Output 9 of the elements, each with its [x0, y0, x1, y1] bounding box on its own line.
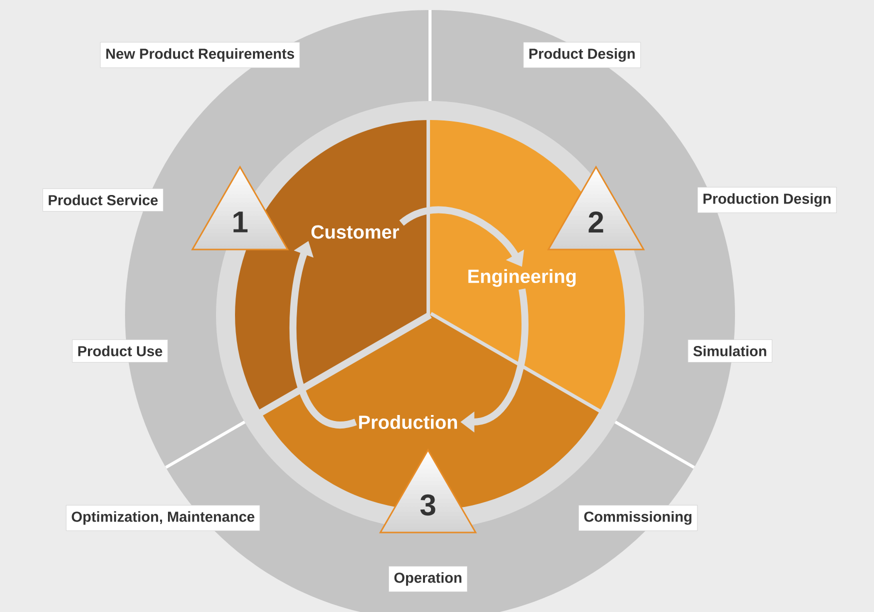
label-box: Operation [388, 566, 468, 592]
label-box: New Product Requirements [100, 42, 300, 68]
label-box: Product Use [72, 339, 168, 362]
label-box: Product Design [523, 42, 641, 68]
label-box: Production Design [697, 187, 837, 213]
label-box: Optimization, Maintenance [66, 505, 260, 531]
label-box: Simulation [688, 339, 772, 362]
label-box: Product Service [42, 188, 164, 212]
label-box: Commissioning [578, 505, 698, 531]
